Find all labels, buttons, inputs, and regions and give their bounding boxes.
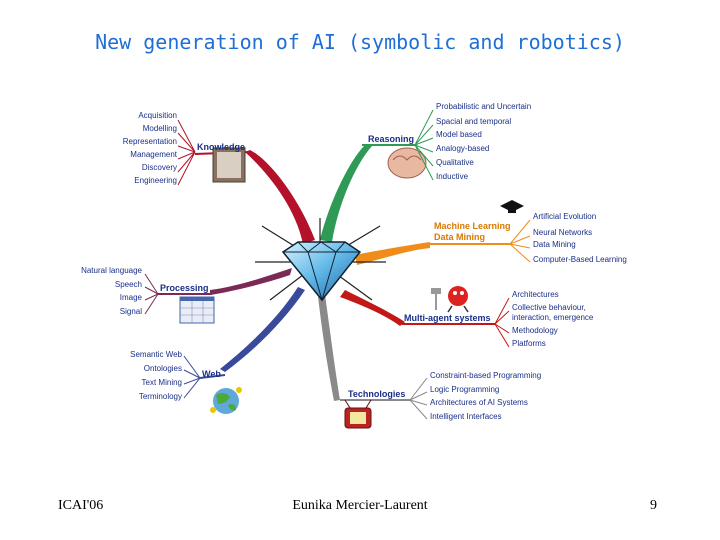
web-item: Terminology [139,392,182,401]
footer-author: Eunika Mercier-Laurent [292,498,428,513]
diamond-icon [255,218,386,302]
ml-item: Neural Networks [533,228,592,237]
knowledge-item: Management [130,150,177,159]
ml-item: Data Mining [533,240,576,249]
processing-item: Natural language [81,266,142,275]
technologies-item: Architectures of AI Systems [430,398,528,407]
ml-item: Computer-Based Learning [533,255,627,264]
processing-item: Image [120,293,143,302]
knowledge-label: Knowledge [197,142,245,152]
technologies-item: Constraint-based Programming [430,371,541,380]
footer-page-number: 9 [650,498,657,513]
brain-icon [387,147,427,179]
mas-item: interaction, emergence [512,313,594,322]
reasoning-item: Analogy-based [436,144,489,153]
mas-item: Collective behaviour, [512,303,586,312]
technologies-branch [318,295,340,401]
mas-item: Architectures [512,290,559,299]
reasoning-item: Spacial and temporal [436,117,511,126]
processing-leaves: Natural language Speech Image Signal [81,266,159,316]
reasoning-label: Reasoning [368,134,414,144]
web-item: Text Mining [142,378,182,387]
mas-label: Multi-agent systems [404,313,491,323]
mas-item: Methodology [512,326,558,335]
globe-icon [210,387,242,414]
knowledge-item: Acquisition [138,111,177,120]
technologies-leaves: Constraint-based Programming Logic Progr… [409,371,541,421]
spreadsheet-icon [179,296,215,324]
web-branch-underline [199,374,226,379]
web-item: Semantic Web [130,350,182,359]
web-label: Web [202,369,221,379]
processing-item: Speech [115,280,142,289]
reasoning-item: Model based [436,130,482,139]
ml-label-2: Data Mining [434,232,485,242]
web-item: Ontologies [144,364,182,373]
technologies-item: Intelligent Interfaces [430,412,502,421]
processing-label: Processing [160,283,209,293]
mas-item: Platforms [512,339,546,348]
reasoning-item: Probabilistic and Uncertain [436,102,531,111]
footer-conference: ICAI'06 [58,498,104,513]
ml-branch [355,242,430,265]
reasoning-item: Qualitative [436,158,474,167]
knowledge-branch [245,150,315,244]
knowledge-item: Modelling [143,124,177,133]
web-branch [220,287,305,372]
web-leaves: Semantic Web Ontologies Text Mining Term… [130,350,201,401]
reasoning-branch [320,145,372,242]
knowledge-item: Engineering [134,176,177,185]
reasoning-item: Inductive [436,172,469,181]
book-icon [212,147,246,183]
robot-icon [431,286,469,313]
processing-item: Signal [120,307,142,316]
slide-title: New generation of AI (symbolic and robot… [95,30,625,54]
processing-branch [210,268,292,295]
ml-leaves: Artificial Evolution Neural Networks Dat… [509,212,627,264]
tv-robot-icon [344,399,372,429]
graduation-cap-icon [500,200,524,213]
knowledge-item: Discovery [142,163,177,172]
ml-label-1: Machine Learning [434,221,511,231]
ml-item: Artificial Evolution [533,212,596,221]
technologies-item: Logic Programming [430,385,499,394]
mas-leaves: Architectures Collective behaviour, inte… [494,290,594,348]
technologies-label: Technologies [348,389,405,399]
knowledge-leaves: Acquisition Modelling Representation Man… [123,111,196,186]
mas-branch [340,290,405,326]
reasoning-leaves: Probabilistic and Uncertain Spacial and … [414,102,531,181]
knowledge-item: Representation [123,137,177,146]
